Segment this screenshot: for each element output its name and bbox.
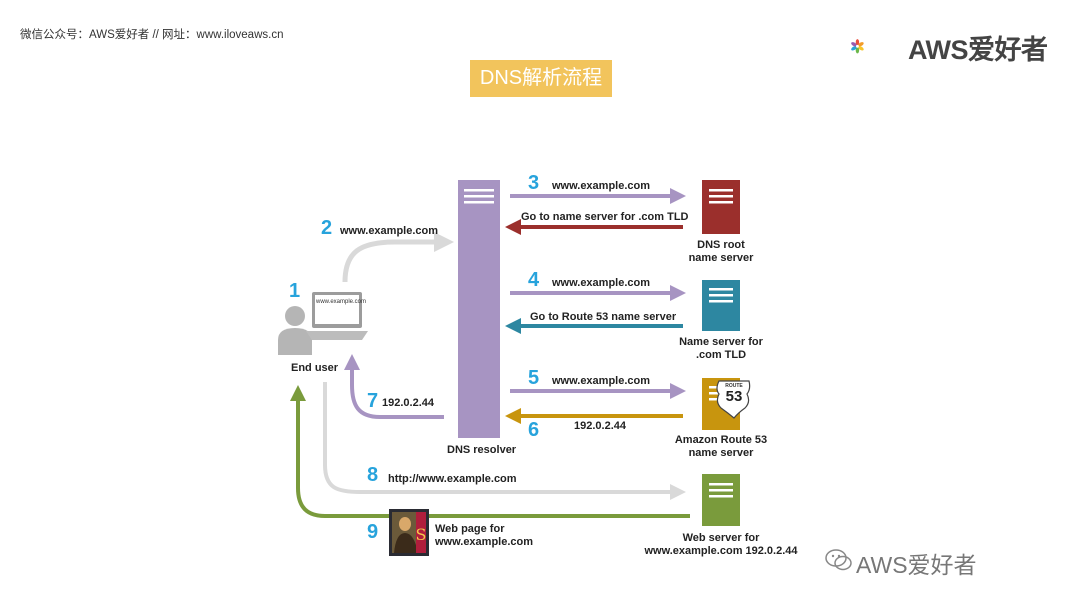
step-6-label: 192.0.2.44 [574, 420, 626, 432]
end-user-icon [278, 292, 368, 355]
tld-server [702, 280, 740, 331]
step-number-5: 5 [528, 367, 540, 389]
step-4-label: www.example.com [552, 277, 651, 289]
arrow-step-2 [342, 232, 454, 283]
root-reply-label: Go to name server for .com TLD [521, 211, 689, 223]
step-number-3: 3 [528, 172, 540, 194]
step-number-7: 7 [367, 390, 379, 412]
header-info: 微信公众号：AWS爱好者 // 网址：www.iloveaws.cn [20, 29, 284, 41]
step-number-4: 4 [528, 269, 540, 291]
end-user-label: End user [291, 362, 339, 374]
tld-server-label: Name server for .com TLD [679, 336, 763, 361]
route53-badge-num: 53 [725, 388, 743, 405]
route53-shield-icon [716, 380, 751, 419]
step-2-label: www.example.com [340, 225, 439, 237]
route53-server [702, 378, 751, 430]
dns-root-label: DNS root name server [688, 239, 754, 264]
step-number-2: 2 [321, 217, 333, 239]
aws-fan-logo [851, 39, 864, 54]
step-3-label: www.example.com [552, 180, 651, 192]
step-number-8: 8 [367, 464, 379, 486]
dns-root-server [702, 180, 740, 234]
step-9-label: Web page for www.example.com [435, 523, 534, 548]
step-number-6: 6 [528, 419, 540, 441]
arrow-step-7 [344, 354, 444, 419]
step-number-1: 1 [289, 280, 301, 302]
web-server-label: Web server for www.example.com 192.0.2.4… [644, 532, 798, 557]
step-7-label: 192.0.2.44 [382, 397, 434, 409]
wechat-icon [825, 549, 852, 571]
route53-label: Amazon Route 53 name server [674, 434, 768, 459]
screen-url: www.example.com [316, 299, 367, 305]
web-page-thumbnail: S [389, 509, 429, 556]
svg-text:S: S [416, 525, 427, 544]
step-5-label: www.example.com [552, 375, 651, 387]
dns-resolver-label: DNS resolver [447, 444, 517, 456]
dns-resolver-server [458, 180, 500, 438]
route53-badge-top: ROUTE [725, 383, 743, 389]
watermark-text: AWS爱好者 [856, 552, 977, 578]
arrow-step-8 [323, 382, 686, 500]
tld-reply-label: Go to Route 53 name server [530, 311, 677, 323]
web-server [702, 474, 740, 526]
page-title: DNS解析流程 [470, 60, 612, 97]
step-8-label: http://www.example.com [388, 473, 517, 485]
step-number-9: 9 [367, 521, 379, 543]
logo-text: AWS爱好者 [908, 35, 1048, 65]
arrow-step-9 [290, 385, 690, 518]
